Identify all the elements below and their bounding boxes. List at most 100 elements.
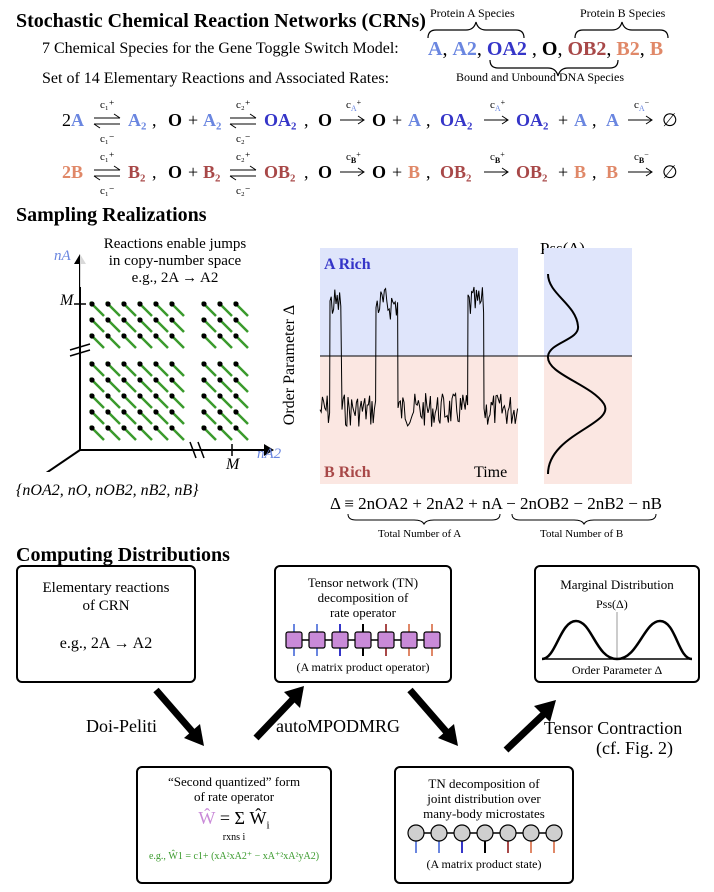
svg-text:cA+: cA+ xyxy=(346,98,362,113)
dna-label: Bound and Unbound DNA Species xyxy=(456,70,624,84)
marginal-curve xyxy=(541,609,693,661)
axis-x-label: nA2 xyxy=(257,446,282,462)
mpo-diagram xyxy=(285,624,441,656)
total-a-label: Total Number of A xyxy=(378,528,462,540)
species-braces xyxy=(427,21,669,77)
lattice-point xyxy=(137,425,143,431)
lattice-point xyxy=(137,333,143,339)
svg-text:+: + xyxy=(188,162,198,182)
lattice-point xyxy=(137,301,143,307)
lattice-point xyxy=(105,393,111,399)
svg-text:cB+: cB+ xyxy=(346,150,361,165)
lattice-point xyxy=(89,361,95,367)
lattice-point xyxy=(89,393,95,399)
mps-caption: (A matrix product state) xyxy=(426,857,542,871)
lattice-point xyxy=(217,361,223,367)
lattice-point xyxy=(217,333,223,339)
svg-text:O: O xyxy=(168,162,182,182)
svg-text:c₂⁻: c₂⁻ xyxy=(236,133,251,145)
order-param-ylabel: Order Parameter Δ xyxy=(281,304,298,426)
svg-text:,: , xyxy=(426,162,431,182)
box3-pss: Pss(Δ) xyxy=(596,597,628,612)
lattice-point xyxy=(201,333,207,339)
svg-text:,: , xyxy=(152,110,157,130)
species-list: A, A2, OA2 , O, OB2, B2, B xyxy=(428,38,664,60)
mpo-caption: (A matrix product operator) xyxy=(296,660,430,674)
trajectory-trace xyxy=(319,286,519,428)
lattice-point xyxy=(233,317,239,323)
svg-text:c₂⁺: c₂⁺ xyxy=(236,99,251,111)
label-cf-fig2: (cf. Fig. 2) xyxy=(596,738,673,758)
lattice-point xyxy=(233,393,239,399)
species-oa2: OA2 xyxy=(486,38,527,60)
lattice-point xyxy=(169,301,175,307)
tick-m-x: M xyxy=(226,456,240,473)
svg-text:OB₂: OB₂ xyxy=(440,162,471,182)
rate-c1p-a: c₁⁺ xyxy=(100,99,115,111)
box-second-quantized: “Second quantized” form of rate operator… xyxy=(136,766,332,884)
svg-text:B₂: B₂ xyxy=(128,162,145,182)
lattice-point xyxy=(169,425,175,431)
lattice-point xyxy=(169,333,175,339)
lattice-point xyxy=(121,361,127,367)
mpo-node xyxy=(354,631,372,649)
svg-text:OB₂: OB₂ xyxy=(264,162,295,182)
lattice-point xyxy=(217,393,223,399)
state-vector: {nOA2, nO, nOB2, nB2, nB} xyxy=(16,482,199,499)
lattice-point xyxy=(153,361,159,367)
svg-text:cA+: cA+ xyxy=(490,98,506,113)
lattice-point xyxy=(89,377,95,383)
lattice-point xyxy=(105,425,111,431)
lattice-point xyxy=(233,409,239,415)
computing-heading: Computing Distributions xyxy=(16,544,230,566)
svg-text:A: A xyxy=(408,110,421,130)
axis-y-label: nA xyxy=(54,248,71,264)
mps-node xyxy=(430,824,448,842)
svg-text:OA₂: OA₂ xyxy=(264,110,296,130)
svg-text:+: + xyxy=(558,162,568,182)
svg-text:O: O xyxy=(372,110,386,130)
lattice-point xyxy=(169,317,175,323)
box-elementary-reactions: Elementary reactions of CRN e.g., 2A → A… xyxy=(16,565,196,683)
lattice-point xyxy=(89,409,95,415)
mpo-node xyxy=(331,631,349,649)
time-label: Time xyxy=(474,464,508,481)
lattice-point xyxy=(121,377,127,383)
lattice-point xyxy=(169,409,175,415)
mpo-node xyxy=(400,631,418,649)
lattice-point xyxy=(201,377,207,383)
protein-b-label: Protein B Species xyxy=(580,6,666,20)
protein-a-label: Protein A Species xyxy=(430,6,515,20)
lattice-point xyxy=(137,409,143,415)
lattice-point xyxy=(105,317,111,323)
lattice-point xyxy=(89,425,95,431)
lattice-point xyxy=(201,361,207,367)
arrow-doi-peliti xyxy=(153,687,199,739)
svg-text:B: B xyxy=(606,162,618,182)
svg-text:,: , xyxy=(592,162,597,182)
lattice-point xyxy=(153,425,159,431)
mps-node xyxy=(407,824,425,842)
lattice-point xyxy=(121,393,127,399)
reactions-line: Set of 14 Elementary Reactions and Assoc… xyxy=(42,70,390,87)
svg-text:+: + xyxy=(558,110,568,130)
svg-text:A₂: A₂ xyxy=(203,110,221,130)
lattice-point xyxy=(169,361,175,367)
lattice-point xyxy=(217,317,223,323)
lattice-point xyxy=(121,333,127,339)
svg-text:O: O xyxy=(318,162,332,182)
mps-node xyxy=(499,824,517,842)
total-braces xyxy=(347,513,657,526)
time-series-plot: Pss(Δ) xyxy=(319,239,632,484)
reaction-equations: 2A c₁⁺ c₁⁻ A₂ , O + A₂ c₂⁺ c₂⁻ OA₂ , O c… xyxy=(62,98,678,197)
svg-text:2B: 2B xyxy=(62,162,83,182)
lattice-point xyxy=(121,409,127,415)
order-parameter-eq: Δ ≡ 2nOA2 + 2nA2 + nA − 2nOB2 − 2nB2 − n… xyxy=(330,494,662,513)
svg-text:OB₂: OB₂ xyxy=(516,162,547,182)
label-tensor-contraction: Tensor Contraction xyxy=(544,718,683,738)
svg-text:,: , xyxy=(426,110,431,130)
b-rich-label: B Rich xyxy=(324,464,371,481)
lattice-point xyxy=(153,301,159,307)
lattice-point xyxy=(217,409,223,415)
species-o: O xyxy=(541,38,558,60)
